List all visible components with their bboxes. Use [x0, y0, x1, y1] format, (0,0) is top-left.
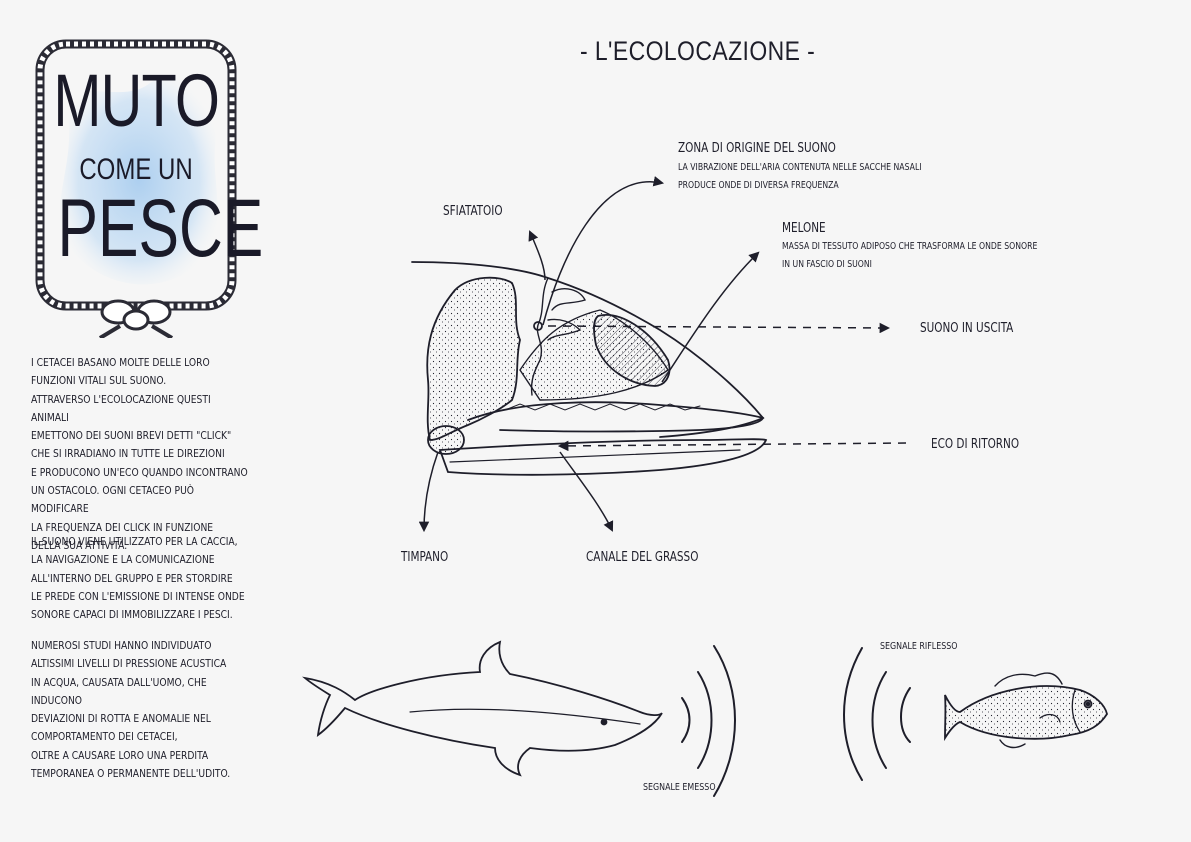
- label-segnale-riflesso: SEGNALE RIFLESSO: [880, 641, 958, 652]
- logo-muto: MUTO: [53, 59, 220, 142]
- intro-paragraph-2: Il suono viene utilizzato per la caccia,…: [31, 537, 245, 622]
- label-sfiatatoio: SFIATATOIO: [443, 203, 503, 219]
- label-canale-grasso: CANALE DEL GRASSO: [586, 549, 699, 565]
- fish-icon: [944, 672, 1108, 749]
- label-segnale-emesso: SEGNALE EMESSO: [643, 782, 716, 793]
- page-title: - L'ECOLOCAZIONE -: [580, 36, 816, 66]
- logo-rope-frame: [35, 39, 237, 338]
- rope-knot-icon: [98, 299, 174, 338]
- label-eco-ritorno: ECO DI RITORNO: [931, 436, 1020, 452]
- dolphin-icon: [301, 640, 663, 777]
- dolphin-skull-diagram: [411, 261, 768, 476]
- label-zona-origine: ZONA DI ORIGINE DEL SUONO: [678, 140, 836, 156]
- watercolor-blob: [59, 75, 218, 285]
- logo-come-un: COME UN: [79, 153, 193, 186]
- label-melone: MELONE: [782, 220, 826, 236]
- desc-melone-2: in un fascio di suoni: [782, 259, 872, 270]
- desc-zona-origine-2: produce onde di diversa frequenza: [678, 180, 839, 191]
- desc-melone-1: Massa di tessuto adiposo che trasforma l…: [782, 241, 1038, 252]
- logo-pesce: PESCE: [57, 183, 264, 274]
- logo: MUTO COME UN PESCE: [30, 38, 264, 338]
- desc-zona-origine-1: La vibrazione dell'aria contenuta nelle …: [678, 162, 922, 173]
- label-suono-uscita: SUONO IN USCITA: [920, 320, 1014, 336]
- emitted-signal-waves: [681, 645, 736, 797]
- diagram-arrows: [418, 176, 907, 533]
- intro-paragraph-1: I cetacei basano molte delle loro funzio…: [31, 358, 248, 552]
- intro-paragraph-3: Numerosi studi hanno individuato altissi…: [31, 641, 231, 781]
- reflected-signal-waves: [843, 647, 911, 781]
- label-timpano: TIMPANO: [401, 549, 449, 565]
